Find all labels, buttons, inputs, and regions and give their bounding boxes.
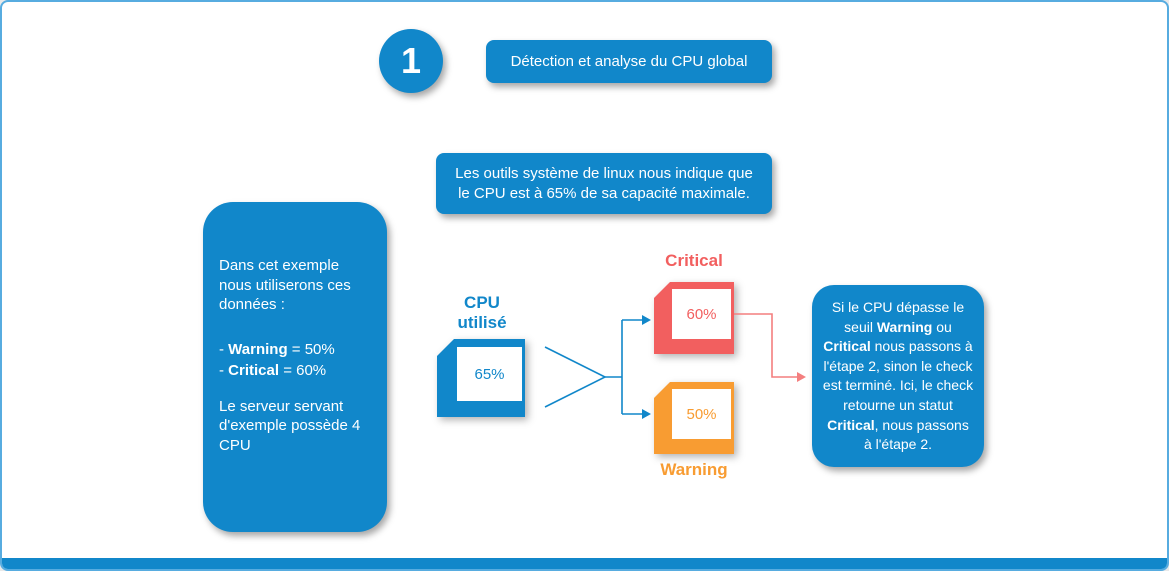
critical-value: 60%	[686, 305, 717, 323]
result-seg3: ou	[932, 318, 952, 335]
note-text: Les outils système de linux nous indique…	[455, 165, 753, 202]
warning-bullet-label: Warning	[228, 340, 288, 358]
result-seg7: , nous passons à l'étape 2.	[863, 416, 969, 453]
example-data-box: Dans cet exemple nous utiliserons ces do…	[203, 202, 387, 532]
critical-to-result-connector	[734, 313, 797, 378]
warning-bullet-prefix: -	[219, 340, 229, 358]
step-number-badge: 1	[379, 29, 443, 93]
warning-value: 50%	[686, 405, 717, 423]
warning-bullet-value: = 50%	[287, 340, 335, 358]
critical-label: Critical	[665, 251, 723, 270]
example-outro: Le serveur servant d'exemple possède 4 C…	[219, 397, 361, 454]
critical-value-box: 60%	[672, 289, 731, 339]
critical-threshold-line: - Critical = 60%	[219, 360, 371, 381]
note-box: Les outils système de linux nous indique…	[436, 153, 772, 214]
cpu-used-label: CPU utilisé	[457, 293, 507, 333]
warning-label: Warning	[660, 460, 728, 479]
warning-threshold-shape: 50%	[654, 382, 734, 454]
branch-connector	[605, 319, 642, 415]
example-intro: Dans cet exemple nous utiliserons ces do…	[219, 257, 351, 313]
critical-bullet-prefix: -	[219, 361, 229, 379]
split-connector	[544, 346, 607, 408]
step-title-box: Détection et analyse du CPU global	[486, 40, 772, 83]
arrowhead-to-warning	[642, 409, 651, 419]
result-seg1: Si le CPU dépasse le seuil	[831, 299, 965, 335]
warning-value-box: 50%	[672, 389, 731, 439]
critical-bullet-value: = 60%	[279, 361, 327, 379]
arrowhead-to-critical	[642, 315, 651, 325]
result-critical-word: Critical	[823, 338, 871, 355]
cpu-usage-shape: 65%	[437, 339, 525, 417]
cpu-usage-value: 65%	[474, 365, 505, 383]
step-number: 1	[400, 40, 422, 81]
step-title: Détection et analyse du CPU global	[510, 53, 748, 70]
cpu-usage-value-box: 65%	[457, 347, 522, 401]
arrowhead-to-result	[797, 372, 806, 382]
warning-threshold-line: - Warning = 50%	[219, 339, 371, 360]
critical-bullet-label: Critical	[228, 361, 280, 379]
result-warning-word: Warning	[876, 318, 933, 335]
critical-threshold-shape: 60%	[654, 282, 734, 354]
result-box: Si le CPU dépasse le seuil Warning ou Cr…	[812, 285, 984, 467]
result-critical-status-word: Critical	[827, 416, 875, 433]
bottom-accent-bar	[2, 558, 1167, 569]
result-seg5: nous passons à l'étape 2, sinon le check…	[822, 338, 974, 413]
